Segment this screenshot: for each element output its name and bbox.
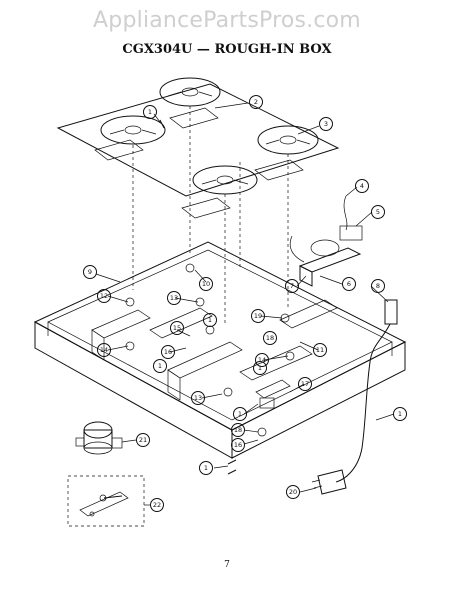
callout-18: 18 [263,331,277,345]
svg-text:6: 6 [347,280,351,288]
svg-text:18: 18 [234,426,242,434]
svg-text:10: 10 [202,280,210,288]
callout-15: 15 [170,321,184,335]
callout-10: 10 [199,277,213,291]
callout-1-bottom: 1 [199,461,213,475]
svg-text:1: 1 [158,362,162,370]
callout-1-right: 1 [253,361,267,375]
svg-text:7: 7 [290,282,294,290]
burner-left [100,115,166,145]
watermark: AppliancePartsPros.com [93,8,361,33]
callout-18-lower: 18 [231,423,245,437]
svg-text:1: 1 [148,108,152,116]
svg-text:16: 16 [164,348,172,356]
callout-20: 20 [286,485,300,499]
callout-19: 19 [251,309,265,323]
callout-6: 6 [342,277,356,291]
svg-text:11: 11 [316,346,324,354]
svg-text:21: 21 [139,436,147,444]
callout-8: 8 [371,279,385,293]
callout-1-mid: 1 [153,359,167,373]
ignition-module-assembly [289,195,363,287]
svg-text:13: 13 [170,294,178,302]
svg-text:4: 4 [360,182,364,190]
callout-1-mid-low: 1 [233,407,247,421]
svg-text:1: 1 [208,316,212,324]
callout-4: 4 [355,179,369,193]
callout-14-left: 14 [97,343,111,357]
callout-11: 11 [313,343,327,357]
burner-right [257,125,319,155]
callout-16-lower: 16 [231,438,245,452]
top-plate [56,83,340,219]
pressure-regulator [75,421,123,455]
screws [159,119,237,475]
svg-text:2: 2 [254,98,258,106]
svg-text:20: 20 [289,488,297,496]
svg-text:15: 15 [173,324,181,332]
power-cord [311,299,398,495]
svg-text:1: 1 [238,410,242,418]
svg-text:12: 12 [100,292,108,300]
callout-13-upper: 13 [167,291,181,305]
svg-text:9: 9 [88,268,92,276]
callout-1-upper: 1 [203,313,217,327]
callout-3: 3 [319,117,333,131]
hardware-kit-inset [67,475,145,527]
burner-back [159,77,221,107]
svg-text:19: 19 [254,312,262,320]
svg-text:1: 1 [204,464,208,472]
callout-17: 17 [298,377,312,391]
internal-components [91,263,338,437]
callout-14-right: 14 [255,353,269,367]
callout-1-top: 1 [143,105,157,119]
callout-markers: 2 3 1 4 5 6 7 8 9 10 11 12 13 13 14 14 1… [83,95,407,512]
callout-9: 9 [83,265,97,279]
svg-text:18: 18 [266,334,274,342]
rough-in-box [33,241,407,459]
assembly-guide-lines [132,106,289,325]
svg-text:22: 22 [153,501,161,509]
svg-text:14: 14 [100,346,108,354]
svg-text:14: 14 [258,356,266,364]
burner-heads [100,77,319,195]
page-number: 7 [224,560,230,570]
svg-text:5: 5 [376,208,380,216]
callout-16: 16 [161,345,175,359]
svg-text:8: 8 [376,282,380,290]
leader-lines [95,102,395,506]
burner-front [192,165,258,195]
callout-12: 12 [97,289,111,303]
svg-text:16: 16 [234,441,242,449]
svg-text:3: 3 [324,120,328,128]
callout-22: 22 [150,498,164,512]
callout-5: 5 [371,205,385,219]
svg-text:1: 1 [398,410,402,418]
callout-1-box: 1 [393,407,407,421]
svg-text:13: 13 [194,394,202,402]
diagram-title: CGX304U — ROUGH-IN BOX [122,42,332,57]
callout-13-lower: 13 [191,391,205,405]
callout-7: 7 [285,279,299,293]
svg-text:1: 1 [258,364,262,372]
svg-text:17: 17 [301,380,309,388]
callout-2: 2 [249,95,263,109]
callout-21: 21 [136,433,150,447]
